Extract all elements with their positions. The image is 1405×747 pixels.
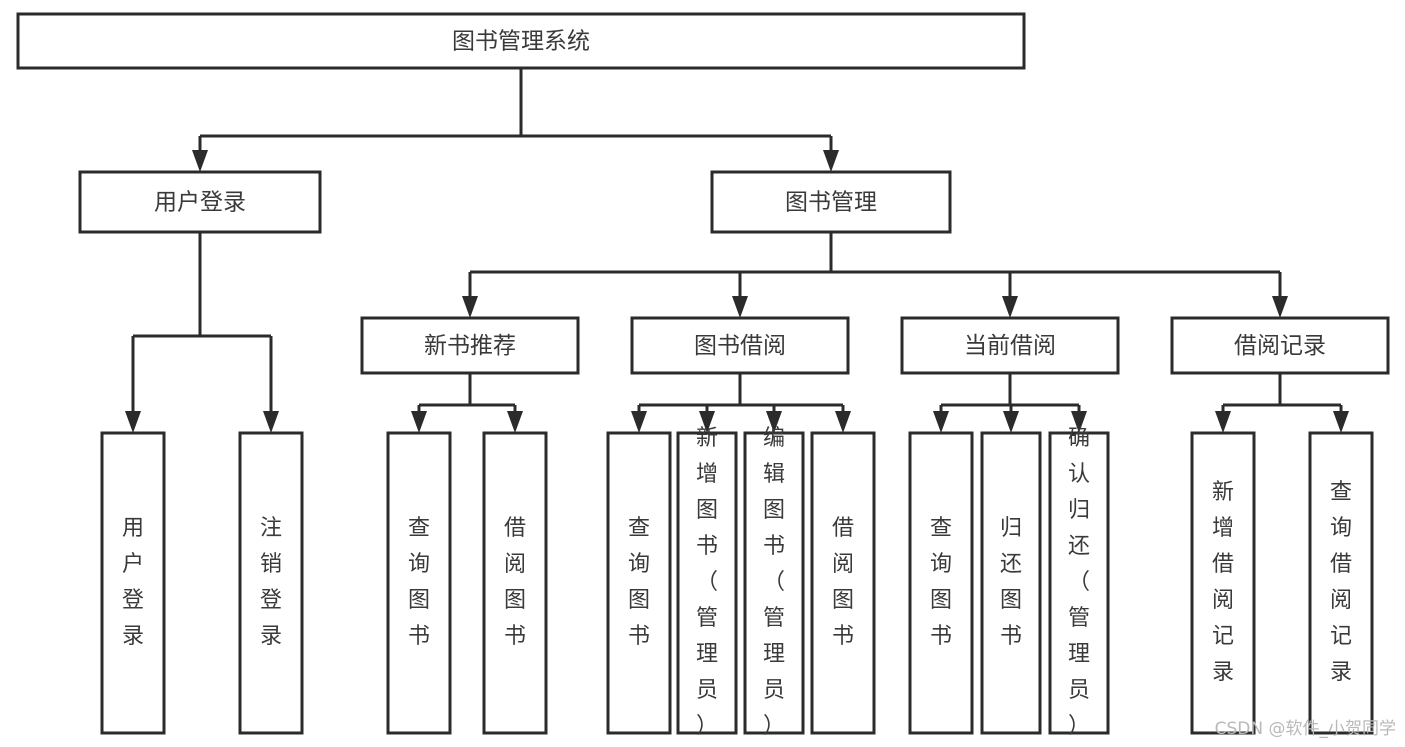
node-label: 图书管理: [785, 190, 877, 216]
arrow-head-icon: [1003, 411, 1019, 433]
node-box[interactable]: [710, 170, 952, 234]
diagram-node[interactable]: 归还图书: [980, 431, 1042, 735]
diagram-node[interactable]: 查询借阅记录: [1308, 431, 1374, 735]
arrow-head-icon: [1333, 411, 1349, 433]
watermark-label: CSDN @软件_小贺同学: [1215, 719, 1396, 739]
diagram-node[interactable]: 用户登录: [78, 170, 322, 234]
arrow-head-icon: [699, 411, 715, 433]
node-label: 确认归还（管理员）: [1068, 426, 1090, 739]
diagram-node[interactable]: 用户登录: [100, 431, 166, 735]
connectors-layer: [125, 68, 1349, 433]
arrow-head-icon: [411, 411, 427, 433]
arrow-head-icon: [263, 411, 279, 433]
node-label: 借阅图书: [832, 516, 854, 649]
arrow-head-icon: [766, 411, 782, 433]
arrow-head-icon: [933, 411, 949, 433]
diagram-node[interactable]: 查询图书: [606, 431, 672, 735]
node-label: 编辑图书（管理员）: [763, 426, 785, 739]
arrow-head-icon: [507, 411, 523, 433]
nodes-layer: 图书管理系统用户登录图书管理新书推荐图书借阅当前借阅借阅记录用户登录注销登录查询…: [16, 12, 1390, 739]
arrow-head-icon: [631, 411, 647, 433]
diagram-node[interactable]: 图书管理系统: [16, 12, 1026, 70]
diagram-node[interactable]: 新增图书（管理员）: [676, 426, 738, 739]
node-box[interactable]: [900, 316, 1120, 375]
node-box[interactable]: [630, 316, 850, 375]
node-box[interactable]: [78, 170, 322, 234]
diagram-node[interactable]: 图书借阅: [630, 316, 850, 375]
node-label: 注销登录: [260, 516, 282, 649]
arrow-head-icon: [1071, 411, 1087, 433]
arrow-head-icon: [1215, 411, 1231, 433]
node-box[interactable]: [238, 431, 304, 735]
node-box[interactable]: [386, 431, 452, 735]
node-label: 图书借阅: [694, 333, 786, 359]
arrow-head-icon: [835, 411, 851, 433]
arrow-head-icon: [192, 150, 208, 172]
node-box[interactable]: [1048, 431, 1110, 735]
node-label: 当前借阅: [964, 333, 1056, 359]
node-label: 新书推荐: [424, 333, 516, 359]
node-box[interactable]: [16, 12, 1026, 70]
node-box[interactable]: [1308, 431, 1374, 735]
diagram-node[interactable]: 新增借阅记录: [1190, 431, 1256, 735]
node-label: 用户登录: [154, 190, 246, 216]
arrow-head-icon: [462, 296, 478, 318]
node-box[interactable]: [1170, 316, 1390, 375]
arrow-head-icon: [732, 296, 748, 318]
node-label: 归还图书: [1000, 516, 1022, 649]
node-label: 借阅记录: [1234, 333, 1326, 359]
diagram-node[interactable]: 当前借阅: [900, 316, 1120, 375]
node-box[interactable]: [606, 431, 672, 735]
diagram-node[interactable]: 图书管理: [710, 170, 952, 234]
diagram-node[interactable]: 编辑图书（管理员）: [743, 426, 805, 739]
node-label: 查询图书: [408, 516, 430, 649]
diagram-node[interactable]: 借阅图书: [482, 431, 548, 735]
node-box[interactable]: [360, 316, 580, 375]
diagram-node[interactable]: 注销登录: [238, 431, 304, 735]
node-label: 查询借阅记录: [1330, 480, 1352, 685]
diagram-node[interactable]: 确认归还（管理员）: [1048, 426, 1110, 739]
diagram-node[interactable]: 新书推荐: [360, 316, 580, 375]
node-box[interactable]: [676, 431, 738, 735]
node-label: 新增图书（管理员）: [696, 426, 718, 739]
diagram-node[interactable]: 查询图书: [908, 431, 974, 735]
node-label: 用户登录: [122, 516, 144, 649]
node-box[interactable]: [743, 431, 805, 735]
node-label: 查询图书: [930, 516, 952, 649]
node-label: 借阅图书: [504, 516, 526, 649]
node-box[interactable]: [482, 431, 548, 735]
diagram-node[interactable]: 借阅图书: [810, 431, 876, 735]
node-label: 查询图书: [628, 516, 650, 649]
node-box[interactable]: [100, 431, 166, 735]
arrow-head-icon: [1272, 296, 1288, 318]
arrow-head-icon: [125, 411, 141, 433]
arrow-head-icon: [823, 150, 839, 172]
arrow-head-icon: [1002, 296, 1018, 318]
node-box[interactable]: [908, 431, 974, 735]
node-label: 图书管理系统: [452, 29, 590, 55]
diagram-node[interactable]: 查询图书: [386, 431, 452, 735]
node-box[interactable]: [1190, 431, 1256, 735]
node-box[interactable]: [810, 431, 876, 735]
node-label: 新增借阅记录: [1212, 480, 1234, 685]
node-box[interactable]: [980, 431, 1042, 735]
diagram-node[interactable]: 借阅记录: [1170, 316, 1390, 375]
